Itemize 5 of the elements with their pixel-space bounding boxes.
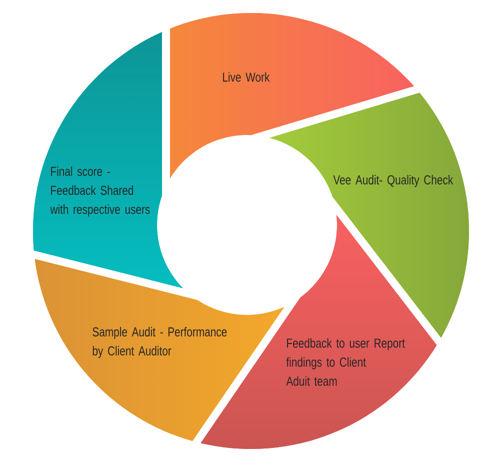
step-label: Feedback to user Report findings to Client Aduit team bbox=[286, 338, 405, 386]
step-label: Live Work bbox=[223, 72, 270, 82]
step-label: Sample Audit - Performance by Client Auditor bbox=[92, 326, 227, 358]
step-label: Final score - Feedback Shared with respective users bbox=[50, 166, 150, 217]
step-label: Vee Audit- Quality Check bbox=[333, 174, 454, 188]
